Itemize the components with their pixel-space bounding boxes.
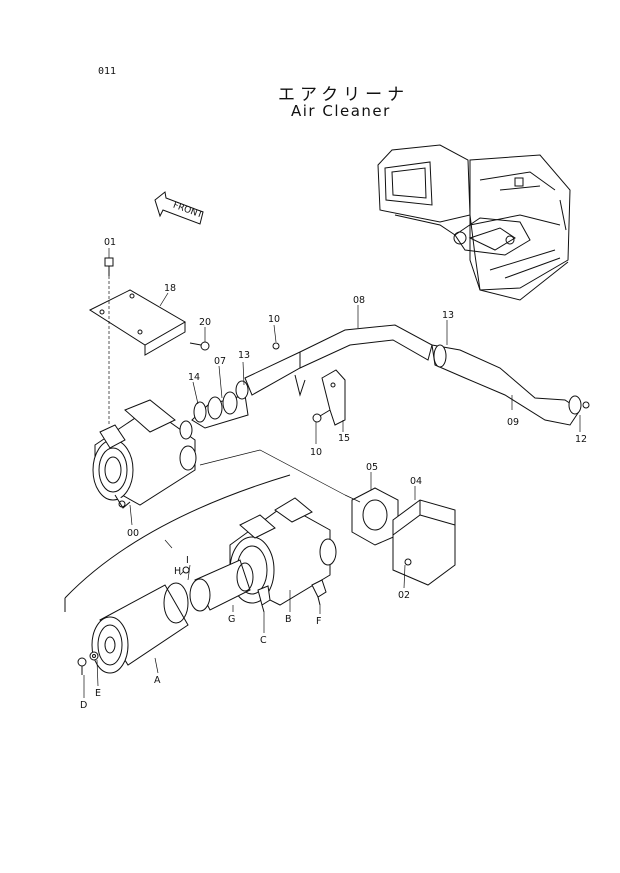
callout-I: I [186, 555, 189, 566]
callout-E: E [95, 688, 101, 699]
outer-element-part [91, 582, 189, 674]
hose-part [431, 344, 590, 426]
callout-D: D [80, 700, 87, 711]
cover-part [392, 499, 456, 586]
bracket-part [88, 289, 186, 356]
callout-20: 20 [199, 317, 211, 328]
callout-A: A [154, 675, 161, 686]
duct-part [244, 324, 433, 397]
bolt-part [189, 341, 210, 351]
callout-00: 00 [127, 528, 139, 539]
callout-10: 10 [310, 447, 322, 458]
callout-B: B [285, 614, 292, 625]
page-number: 011 [98, 66, 117, 77]
screw-part [182, 566, 190, 574]
callout-H: H [174, 566, 181, 577]
callout-01: 01 [104, 237, 116, 248]
front-arrow-icon: FRONT [154, 191, 204, 225]
bolt-part [104, 257, 114, 425]
callout-07: 07 [214, 356, 226, 367]
callout-C: C [260, 635, 267, 646]
callout-10: 10 [268, 314, 280, 325]
seal-part [351, 487, 399, 546]
valve-part [257, 585, 271, 613]
callout-14: 14 [188, 372, 200, 383]
callout-08: 08 [353, 295, 365, 306]
callout-F: F [316, 616, 321, 627]
bracket-part [312, 369, 346, 426]
callout-05: 05 [366, 462, 378, 473]
inner-element-part [189, 559, 254, 612]
callout-04: 04 [410, 476, 422, 487]
excavator-overview-icon [377, 144, 571, 301]
washer-part [89, 651, 99, 661]
callout-02: 02 [398, 590, 410, 601]
callout-09: 09 [507, 417, 519, 428]
callout-13: 13 [238, 350, 250, 361]
nut-part [77, 657, 87, 675]
callout-G: G [228, 614, 235, 625]
leader-lines [83, 248, 581, 698]
hose-part [191, 380, 249, 429]
air-cleaner-assembly [92, 399, 197, 509]
fitting-part [311, 579, 327, 606]
callout-13: 13 [442, 310, 454, 321]
callout-12: 12 [575, 434, 587, 445]
callout-18: 18 [164, 283, 176, 294]
title-english: Air Cleaner [291, 102, 391, 120]
title-japanese: エアクリーナ [278, 85, 410, 105]
callout-15: 15 [338, 433, 350, 444]
